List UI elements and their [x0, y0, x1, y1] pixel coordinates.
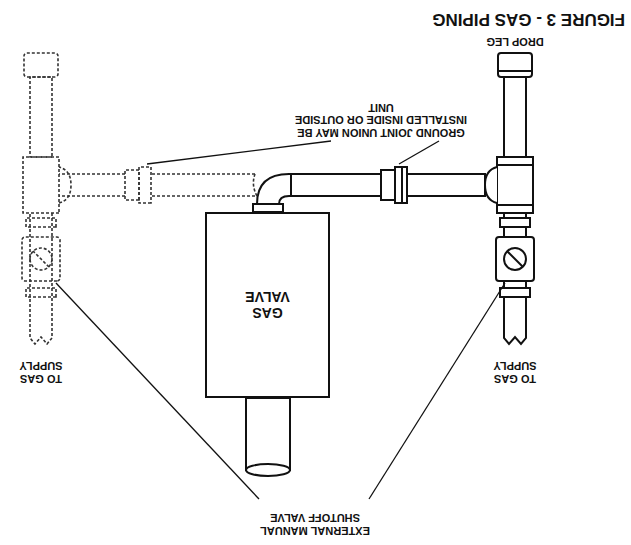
drop-leg-pipe	[504, 75, 526, 157]
alternate-coupling	[26, 288, 56, 297]
gas-valve-box: GAS VALVE	[205, 212, 330, 398]
alternate-cap	[24, 53, 58, 77]
alternate-tee	[23, 157, 59, 213]
figure-title: FIGURE 3 - GAS PIPING	[385, 9, 625, 29]
alternate-coupling	[26, 218, 56, 227]
note-label: GROUND JOINT UNION MAY BE INSTALLED INSI…	[291, 101, 471, 139]
ground-joint-union	[395, 167, 407, 203]
tee-band	[497, 164, 533, 166]
union-line	[401, 167, 403, 203]
alternate-valve-slot	[33, 251, 49, 267]
part-label: DROP LEG	[475, 35, 555, 48]
elbow-band	[290, 174, 292, 196]
part-label: EXTERNAL MANUAL SHUTOFF VALVE	[245, 512, 385, 537]
alternate-elbow	[253, 174, 257, 196]
leader-line	[399, 141, 439, 164]
horizontal-pipe	[405, 174, 485, 196]
valve-stem	[504, 248, 526, 270]
alternate-valve-stem	[30, 248, 52, 270]
pipe-end	[246, 464, 290, 476]
drop-leg-cap	[498, 53, 532, 77]
supply-label: TO GAS SUPPLY	[480, 360, 550, 385]
alternate-union	[125, 170, 139, 200]
alternate-pipe	[151, 173, 255, 175]
shutoff-valve	[496, 237, 534, 281]
elbow-fitting	[257, 174, 381, 208]
ground-joint-union	[381, 170, 395, 200]
alternate-pipe	[151, 195, 255, 197]
alternate-drop-leg	[30, 77, 52, 157]
component-label: GAS VALVE	[237, 289, 299, 321]
pipe-coupling	[500, 288, 530, 297]
alternate-supply-pipe	[30, 213, 52, 344]
tee-fitting	[497, 157, 533, 213]
leader-lines	[56, 141, 505, 499]
supply-label: TO GAS SUPPLY	[6, 360, 76, 385]
outlet-pipe	[246, 398, 290, 470]
alternate-tee-branch	[59, 167, 71, 203]
alternate-valve	[22, 237, 60, 281]
cap-band	[498, 70, 532, 72]
valve-slot	[507, 251, 523, 267]
alternate-union	[139, 167, 151, 203]
tee-branch	[485, 167, 497, 203]
pipe-coupling	[500, 218, 530, 227]
leader-line	[369, 283, 505, 499]
leader-line	[147, 141, 331, 164]
tee-band	[497, 204, 533, 206]
elbow-collar	[253, 204, 283, 212]
